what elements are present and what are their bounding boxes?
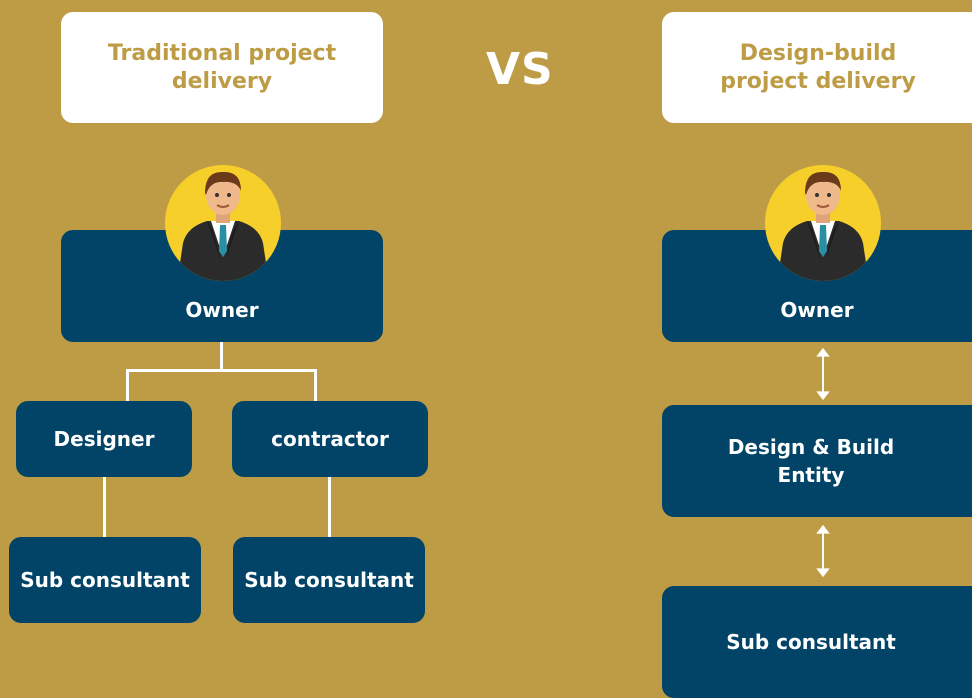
contractor-sub-connector (328, 476, 331, 538)
double-arrow-icon (816, 524, 830, 578)
designer-sub-consultant-label: Sub consultant (20, 568, 190, 592)
vs-label: VS (486, 44, 554, 95)
design-build-title-card: Design-build project delivery (662, 12, 972, 123)
designer-sub-connector (103, 476, 106, 538)
designer-box: Designer (16, 401, 192, 477)
designer-sub-consultant-box: Sub consultant (9, 537, 201, 623)
contractor-connector (314, 369, 317, 402)
traditional-title-card: Traditional project delivery (61, 12, 383, 123)
design-build-title: Design-build project delivery (720, 40, 916, 94)
owner-connector (220, 342, 223, 372)
contractor-sub-consultant-label: Sub consultant (244, 568, 414, 592)
designer-label: Designer (53, 427, 155, 451)
contractor-box: contractor (232, 401, 428, 477)
design-build-entity-label: Design & Build Entity (727, 435, 895, 487)
right-sub-consultant-label: Sub consultant (726, 630, 896, 654)
designer-connector (126, 369, 129, 402)
contractor-sub-consultant-box: Sub consultant (233, 537, 425, 623)
contractor-label: contractor (271, 427, 389, 451)
branch-connector (126, 369, 317, 372)
design-build-entity-box: Design & Build Entity (662, 405, 972, 517)
traditional-title: Traditional project delivery (107, 40, 337, 94)
right-sub-consultant-box: Sub consultant (662, 586, 972, 698)
left-owner-label: Owner (185, 298, 259, 322)
double-arrow-icon (816, 347, 830, 401)
businessman-icon (765, 165, 881, 281)
businessman-icon (165, 165, 281, 281)
right-owner-label: Owner (780, 298, 854, 322)
